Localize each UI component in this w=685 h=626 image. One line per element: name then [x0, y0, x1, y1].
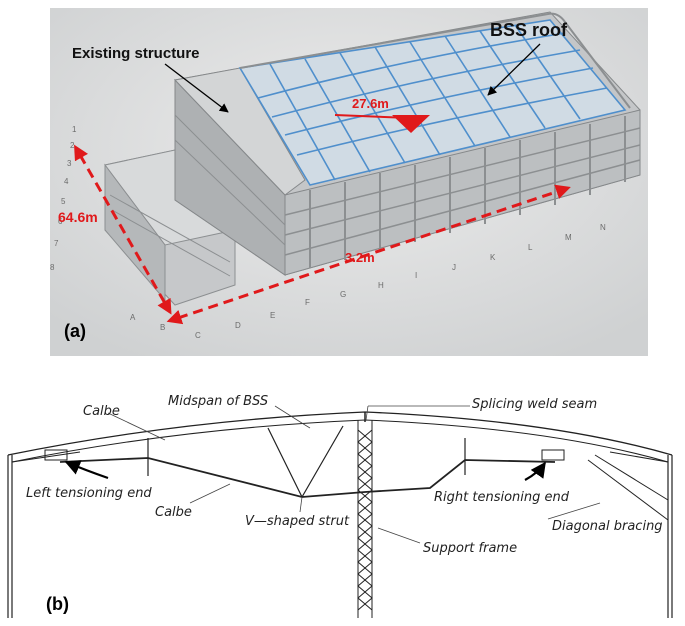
leader-existing-structure — [164, 63, 229, 113]
label-midspan: Midspan of BSS — [168, 394, 268, 409]
svg-text:7: 7 — [54, 239, 59, 248]
svg-text:E: E — [270, 311, 275, 320]
label-v-shaped-strut: V—shaped strut — [245, 514, 350, 529]
svg-text:6: 6 — [58, 217, 63, 226]
dim-line-span-a — [74, 144, 172, 315]
label-diagonal-bracing: Diagonal bracing — [552, 519, 663, 534]
panel-a: 1 2 3 4 5 6 7 8 A B C D E F G H I J K L M N — [50, 8, 648, 356]
svg-text:2: 2 — [70, 141, 75, 150]
panel-b-labels: Calbe Midspan of BSS Splicing weld seam … — [26, 394, 663, 614]
midspan-marker — [392, 115, 430, 133]
bss-roof-truss — [238, 19, 627, 186]
v-shaped-strut — [267, 425, 344, 499]
label-support-frame: Support frame — [423, 541, 517, 556]
panel-b — [7, 405, 673, 618]
roof-railing — [239, 12, 631, 109]
dim-span-a: 64.6m — [58, 209, 98, 225]
label-left-tensioning-end: Left tensioning end — [26, 486, 152, 501]
callout-existing-structure: Existing structure — [72, 45, 200, 62]
diagonal-bracing — [587, 459, 669, 521]
dim-line-span-b — [166, 184, 571, 325]
svg-text:B: B — [160, 323, 165, 332]
svg-text:1: 1 — [72, 125, 77, 134]
svg-text:8: 8 — [50, 263, 55, 272]
left-anchor — [44, 449, 68, 461]
panel-a-label: (a) — [64, 321, 86, 341]
dim-span-b: 3.2m — [345, 250, 375, 265]
leader-bss-roof — [487, 43, 541, 96]
svg-text:3: 3 — [67, 159, 72, 168]
svg-text:J: J — [452, 263, 456, 272]
svg-text:M: M — [565, 233, 572, 242]
svg-text:5: 5 — [61, 197, 66, 206]
right-tension-arrow — [524, 461, 546, 481]
svg-text:L: L — [528, 243, 533, 252]
label-calbe-top: Calbe — [83, 404, 120, 419]
left-tension-arrow — [64, 460, 109, 480]
svg-text:K: K — [490, 253, 496, 262]
top-chord-lower — [11, 419, 669, 463]
svg-text:F: F — [305, 298, 310, 307]
svg-text:I: I — [415, 271, 417, 280]
svg-text:4: 4 — [64, 177, 69, 186]
label-calbe-bottom: Calbe — [155, 505, 192, 520]
svg-text:D: D — [235, 321, 241, 330]
svg-text:G: G — [340, 290, 346, 299]
label-right-tensioning-end: Right tensioning end — [434, 490, 570, 505]
svg-text:A: A — [130, 313, 136, 322]
outer-columns — [7, 455, 673, 618]
label-splicing-weld-seam: Splicing weld seam — [472, 397, 597, 412]
callout-bss-roof: BSS roof — [490, 20, 568, 40]
right-anchor — [541, 449, 565, 461]
panel-b-label: (b) — [46, 594, 69, 614]
svg-text:H: H — [378, 281, 384, 290]
leader-lines — [107, 405, 601, 544]
dim-span-c: 27.6m — [352, 96, 389, 111]
support-frame — [357, 420, 373, 618]
svg-text:N: N — [600, 223, 606, 232]
svg-text:C: C — [195, 331, 201, 340]
